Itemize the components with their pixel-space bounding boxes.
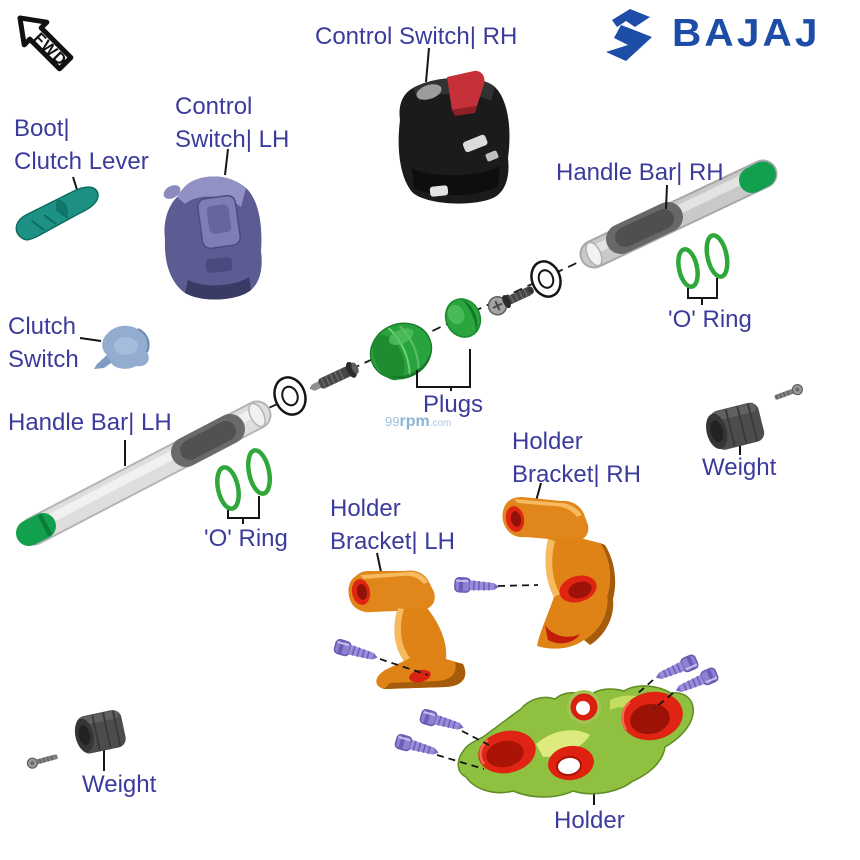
label-connector-brackets [227,278,718,524]
label-weight-right: Weight [702,454,777,481]
label-handle-bar-rh: Handle Bar| RH [556,159,724,186]
label-clutch-switch: Clutch Switch [8,313,79,373]
holder-screw-left-b [394,733,439,755]
weight-left-part [26,710,126,769]
holder-bracket-lh-part [348,570,466,689]
label-holder-bracket-rh: Holder Bracket| RH [512,428,641,488]
watermark-prefix: 99 [385,414,400,429]
control-switch-lh-part [163,176,262,300]
clutch-switch-part [94,325,150,369]
label-weight-left: Weight [82,771,157,798]
washer-left [273,376,307,416]
handle-bar-rh-part [579,159,778,269]
o-ring-left-pair [215,448,273,511]
holder-part [457,685,694,798]
watermark-suffix: .com [429,418,452,429]
bracket-screw-dashes [379,584,539,676]
washer-right [530,260,562,298]
label-handle-bar-lh: Handle Bar| LH [8,409,172,436]
holder-screw-right-a [655,654,699,679]
weight-right-part [706,383,803,450]
label-control-switch-rh: Control Switch| RH [315,23,518,50]
label-o-ring-left: 'O' Ring [204,525,288,552]
label-control-switch-lh: Control Switch| LH [175,93,290,153]
label-plugs: Plugs [423,391,484,418]
holder-bracket-rh-part [502,497,616,649]
holder-screw-left-a [419,708,464,730]
screw-left [310,361,359,391]
watermark: 99rpm.com [385,413,451,431]
bajaj-wordmark: BAJAJ [672,12,821,55]
screw-right [487,286,534,316]
bajaj-logo-icon [606,9,652,61]
control-switch-rh-part [398,70,510,204]
holder-screw-dashes [436,679,674,770]
plug-large [369,322,433,381]
o-ring-right-pair [676,233,730,289]
label-boot-clutch-lever: Boot| Clutch Lever [14,115,149,175]
plug-small [444,298,482,338]
bracket-screw-lh [333,638,378,660]
watermark-mid: rpm [399,413,430,430]
holder-screw-right-b [675,667,719,692]
label-o-ring-right: 'O' Ring [668,306,752,333]
boot-clutch-lever-part [15,186,99,241]
bracket-screw-mid [454,576,499,593]
label-holder: Holder [554,807,625,834]
fwd-arrow-icon: FWD [17,15,74,72]
label-holder-bracket-lh: Holder Bracket| LH [330,495,455,555]
handle-bar-lh-part [16,400,272,546]
